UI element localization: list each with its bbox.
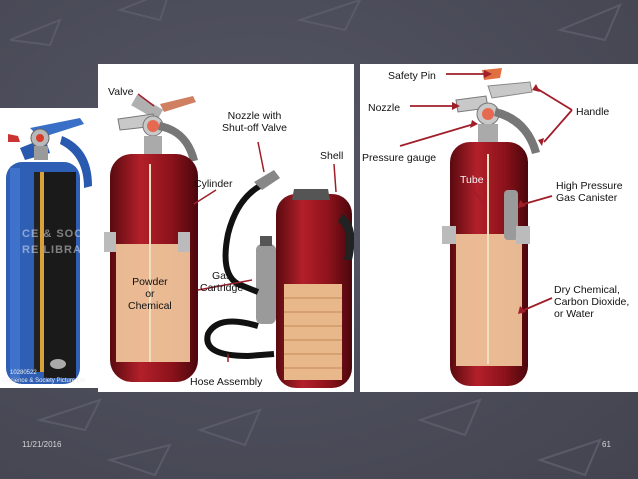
label-nozzle: Nozzle bbox=[368, 102, 401, 114]
photo-id: 10280522 bbox=[10, 370, 37, 376]
label-powder-chemical: Powder or Chemical bbox=[128, 276, 172, 312]
photo-credit: ©Science & Society Picture Lib bbox=[2, 378, 85, 384]
footer-date: 11/21/2016 bbox=[22, 440, 62, 449]
label-cylinder: Cylinder bbox=[194, 178, 233, 190]
label-handle: Handle bbox=[576, 106, 610, 118]
label-valve: Valve bbox=[108, 86, 134, 98]
label-gas-canister: High Pressure Gas Canister bbox=[556, 180, 623, 204]
extinguisher-pair-illustration bbox=[104, 93, 354, 388]
extinguisher-diagram-right: Safety Pin Nozzle Handle Pressure gauge … bbox=[360, 64, 638, 392]
slide-number: 61 bbox=[602, 440, 611, 449]
extinguisher-cutaway-illustration bbox=[399, 68, 573, 386]
label-gas-cartridge: Gas Cartridge bbox=[200, 270, 244, 294]
label-tube: Tube bbox=[460, 174, 484, 186]
blue-extinguisher-image bbox=[6, 118, 92, 384]
blue-extinguisher-photo: CE & SOCI RE LIBRAR 10280522 ©Science & … bbox=[0, 108, 104, 388]
label-nozzle-shutoff: Nozzle with Shut-off Valve bbox=[222, 110, 287, 134]
watermark-line-1: CE & SOCI bbox=[22, 228, 88, 240]
label-hose-assembly: Hose Assembly bbox=[190, 376, 263, 388]
watermark-line-2: RE LIBRAR bbox=[22, 244, 91, 256]
label-safety-pin: Safety Pin bbox=[388, 70, 436, 82]
label-contents: Dry Chemical, Carbon Dioxide, or Water bbox=[554, 284, 630, 320]
label-shell: Shell bbox=[320, 150, 344, 162]
extinguisher-diagram-left: Valve Nozzle with Shut-off Valve Shell C… bbox=[98, 64, 354, 392]
label-pressure-gauge: Pressure gauge bbox=[362, 152, 437, 164]
